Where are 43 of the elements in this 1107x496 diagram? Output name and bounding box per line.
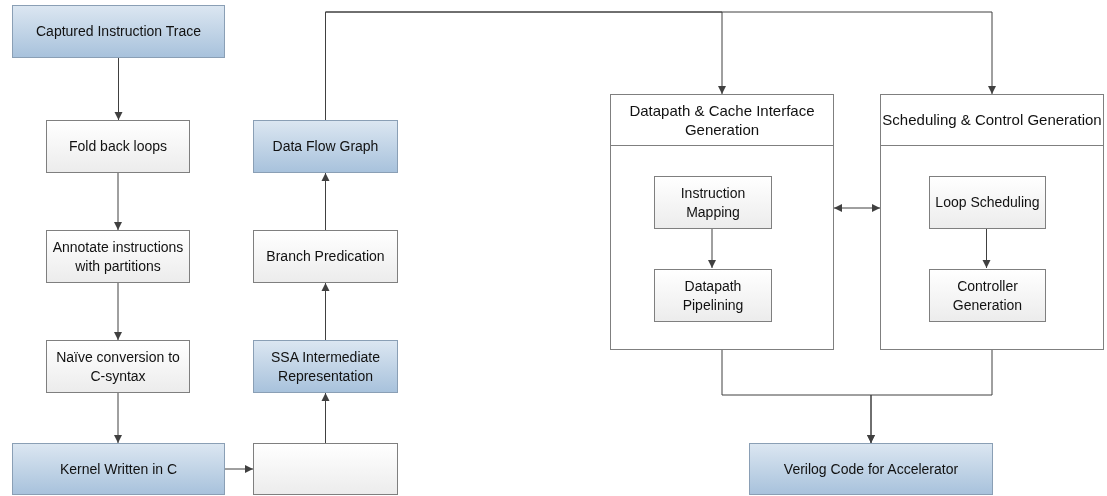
box-label: Annotate instructions with partitions — [52, 238, 184, 275]
box-label: Branch Predication — [266, 247, 385, 266]
group-heading: Datapath & Cache Interface Generation — [611, 95, 833, 146]
box-label: Datapath Pipelining — [681, 277, 745, 314]
box-label: Fold back loops — [68, 137, 168, 156]
arrow — [114, 392, 122, 444]
process-box — [12, 5, 225, 58]
arrow — [114, 172, 122, 231]
box-label: Captured Instruction Trace — [36, 22, 201, 41]
group-heading: Scheduling & Control Generation — [881, 95, 1103, 146]
arrow — [321, 282, 330, 341]
process-box — [654, 269, 772, 322]
arrow — [114, 57, 123, 121]
process-box — [929, 269, 1046, 322]
group-panel — [880, 94, 1104, 350]
box-label: Kernel Written in C — [59, 459, 178, 479]
process-box — [46, 340, 190, 393]
process-box — [253, 230, 398, 283]
box-label: Data Flow Graph — [272, 137, 379, 156]
box-label: Instruction Mapping — [679, 184, 747, 221]
arrow — [114, 282, 122, 341]
process-box — [46, 120, 190, 173]
process-box — [253, 120, 398, 173]
box-label: Loop Scheduling — [935, 193, 1040, 212]
arrow — [224, 465, 254, 473]
empty-process-box — [253, 443, 398, 495]
process-box — [749, 443, 993, 495]
arrow — [833, 204, 881, 212]
process-box — [654, 176, 772, 229]
arrow — [321, 392, 330, 444]
process-box — [46, 230, 190, 283]
arrow — [867, 349, 993, 444]
process-box — [253, 340, 398, 393]
box-label: SSA Intermediate Representation — [270, 348, 381, 385]
arrow — [708, 227, 716, 269]
box-label: Naïve conversion to C-syntax — [55, 348, 181, 385]
process-box — [12, 443, 225, 495]
box-label: Verilog Code for Accelerator — [783, 459, 959, 479]
group-panel — [610, 94, 834, 350]
process-box — [929, 176, 1046, 229]
box-label: Controller Generation — [951, 277, 1024, 314]
arrow — [321, 172, 330, 231]
arrow — [982, 227, 991, 269]
